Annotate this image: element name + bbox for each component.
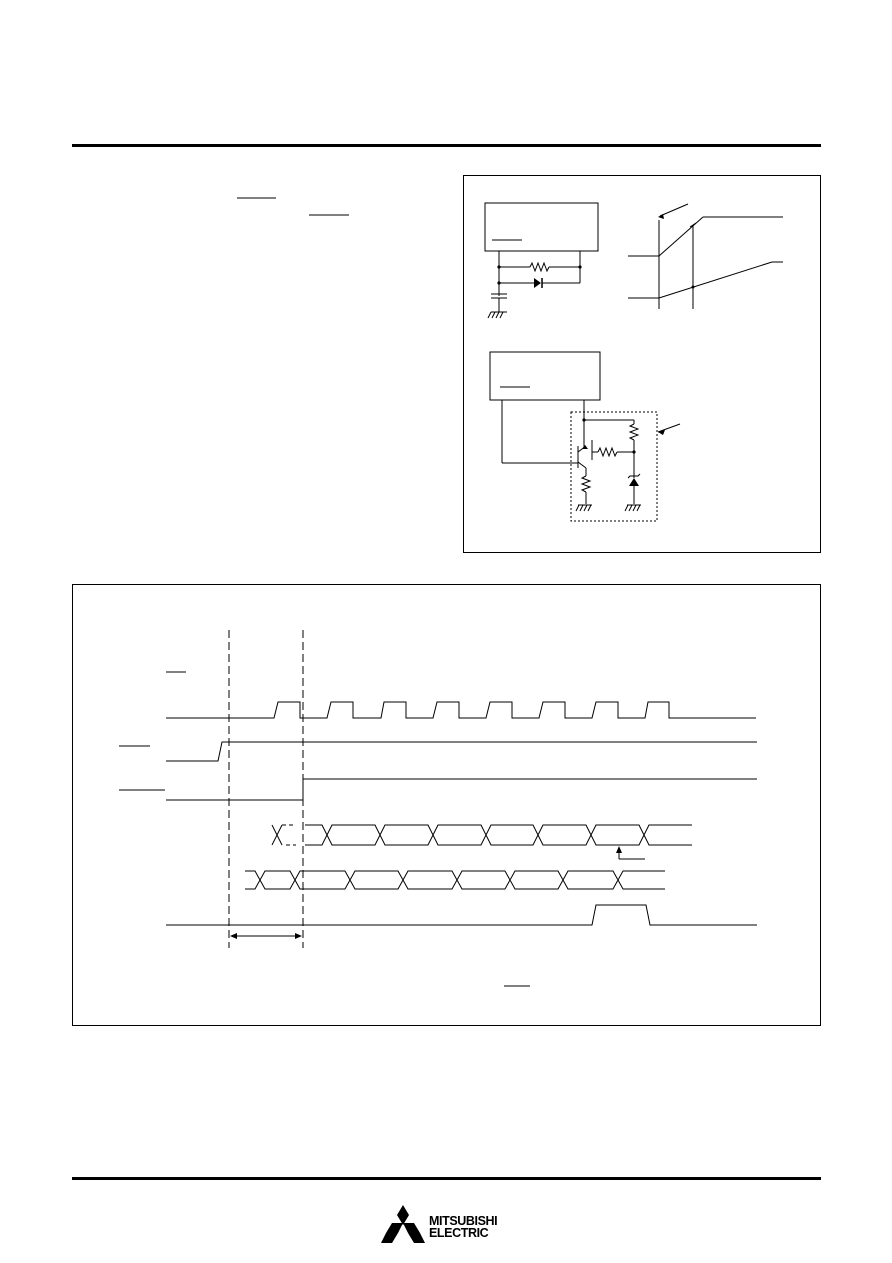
brand-line-2: ELECTRIC <box>429 1226 489 1240</box>
pulse-signal <box>166 904 757 926</box>
voltage-waveform <box>628 203 783 309</box>
mcu-block-upper <box>484 202 599 252</box>
mcu-block-lower <box>489 351 601 401</box>
zener-diode <box>629 478 639 486</box>
timing-diagram-figure <box>72 584 821 1026</box>
header-rule <box>72 144 821 147</box>
bus-signal-a <box>271 824 692 846</box>
three-diamonds-logo-icon <box>381 1205 425 1243</box>
brand-line-1: MITSUBISHI <box>429 1214 498 1228</box>
footer-rule <box>72 1177 821 1180</box>
mitsubishi-logo: MITSUBISHI ELECTRIC <box>381 1205 521 1245</box>
bus-signal-b <box>245 870 665 890</box>
resistor-upper <box>529 261 550 273</box>
reset-circuit-figure <box>463 175 821 553</box>
reset-ic-dashed-outline <box>570 411 658 522</box>
diode-upper <box>534 278 541 288</box>
clock-signal-2 <box>166 701 756 719</box>
reset-signal <box>166 741 757 762</box>
step-signal <box>166 778 757 801</box>
